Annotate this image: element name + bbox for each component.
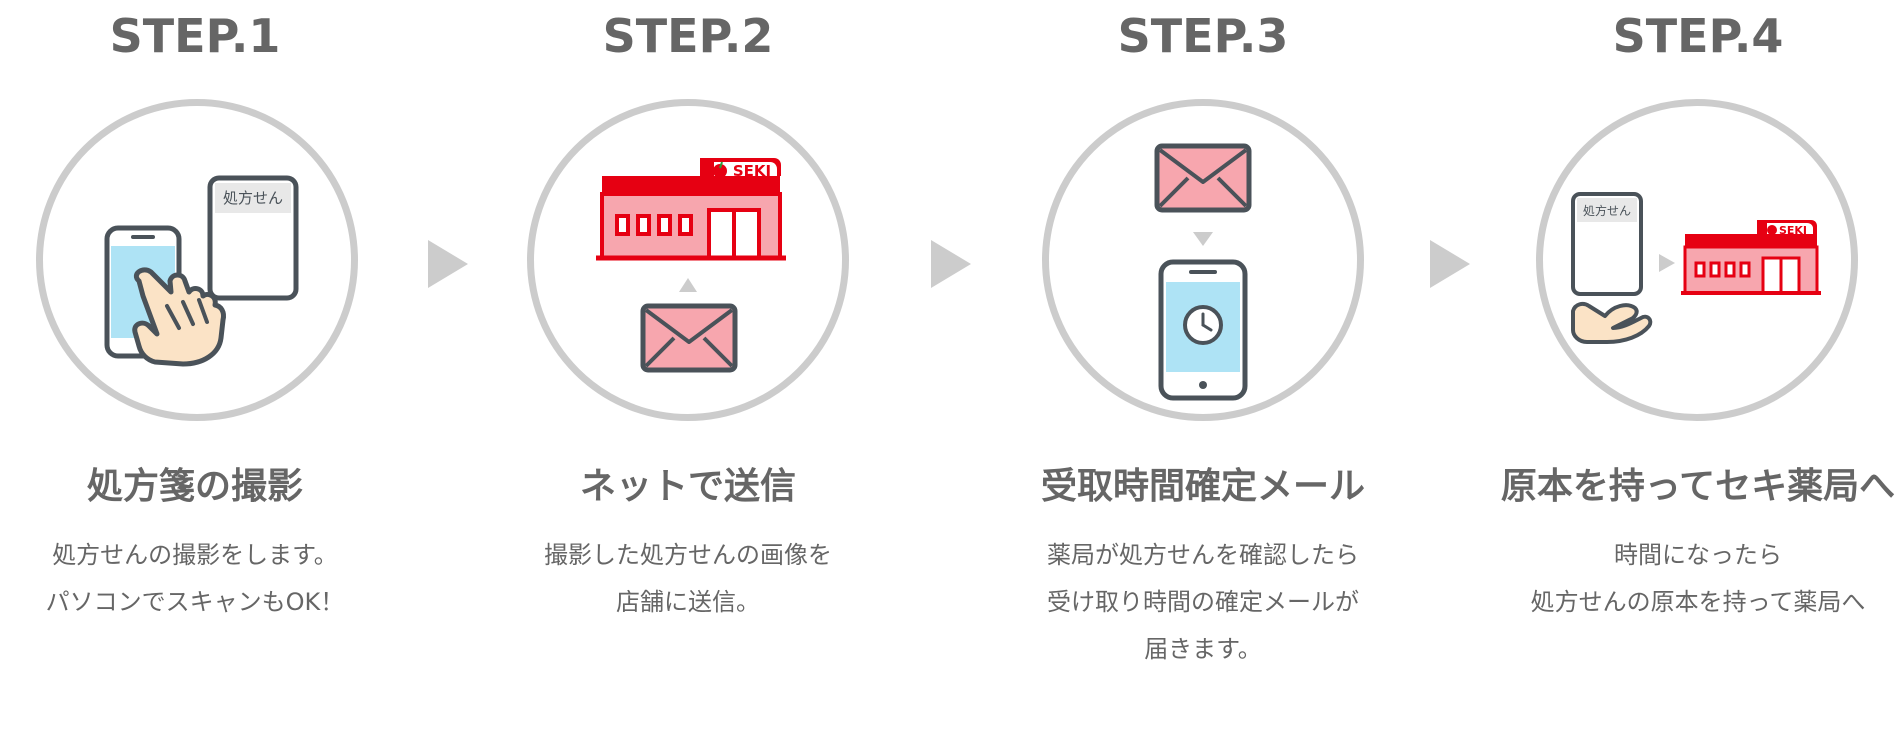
step-4: STEP.4 処方せん SEKI (1438, 0, 1900, 738)
step-3-illustration-svg (1154, 143, 1252, 401)
step-2-label: STEP.2 (602, 9, 774, 63)
step-1: STEP.1 処方せん (0, 0, 455, 738)
prescription-label: 処方せん (223, 189, 283, 207)
step-1-desc-line: 処方せんの撮影をします。 (52, 541, 338, 569)
step-4-illustration-svg: 処方せん SEKI (1571, 192, 1821, 344)
step-4-illustration: 処方せん SEKI (1536, 99, 1858, 421)
step-3-desc-line: 薬局が処方せんを確認したら (1047, 541, 1359, 569)
step-4-desc-line: 処方せんの原本を持って薬局へ (1530, 588, 1866, 616)
prescription-label: 処方せん (1583, 203, 1631, 218)
prescription-icon: 処方せん (207, 175, 299, 301)
pharmacy-store-icon: SEKI (1681, 220, 1821, 295)
step-1-illustration-svg: 処方せん (104, 175, 299, 367)
smartphone-clock-icon (1158, 259, 1248, 401)
store-sign-text: SEKI (1779, 224, 1807, 237)
step-3-label: STEP.3 (1117, 9, 1289, 63)
step-1-title: 処方箋の撮影 (86, 466, 303, 507)
next-arrow-icon (428, 240, 468, 288)
step-3-illustration (1042, 99, 1364, 421)
up-arrow-icon (679, 278, 697, 292)
mail-icon (1154, 143, 1252, 213)
step-2-illustration: SEKI (527, 99, 849, 421)
hand-pointer-icon (132, 267, 226, 367)
step-2-title: ネットで送信 (579, 466, 796, 507)
prescription-icon: 処方せん (1571, 192, 1643, 296)
hand-icon (1571, 301, 1653, 344)
step-2-desc-line: 撮影した処方せんの画像を (544, 541, 832, 569)
step-3: STEP.3 (943, 0, 1463, 738)
pharmacy-store-icon: SEKI (596, 158, 786, 261)
step-2: STEP.2 SEKI (428, 0, 948, 738)
right-arrow-icon (1659, 254, 1675, 272)
mail-icon (640, 303, 738, 373)
down-arrow-icon (1193, 232, 1213, 246)
step-1-description: 処方せんの撮影をします。 パソコンでスキャンもOK！ (0, 532, 455, 626)
next-arrow-icon (1430, 240, 1470, 288)
step-4-label: STEP.4 (1612, 9, 1784, 63)
step-2-illustration-svg: SEKI (596, 158, 786, 373)
step-2-description: 撮影した処方せんの画像を 店舗に送信。 (428, 532, 948, 626)
step-1-desc-line: パソコンでスキャンもOK！ (45, 588, 345, 616)
step-3-title: 受取時間確定メール (1040, 466, 1365, 507)
step-1-label: STEP.1 (109, 9, 281, 63)
step-3-desc-line: 受け取り時間の確定メールが (1047, 588, 1359, 616)
step-4-desc-line: 時間になったら (1614, 541, 1782, 569)
step-2-desc-line: 店舗に送信。 (616, 588, 760, 616)
step-4-title: 原本を持ってセキ薬局へ (1500, 466, 1896, 507)
step-3-desc-line: 届きます。 (1144, 635, 1262, 663)
store-sign-text: SEKI (733, 162, 771, 180)
step-1-illustration: 処方せん (36, 99, 358, 421)
next-arrow-icon (931, 240, 971, 288)
step-4-description: 時間になったら 処方せんの原本を持って薬局へ (1438, 532, 1900, 626)
step-3-description: 薬局が処方せんを確認したら 受け取り時間の確定メールが 届きます。 (943, 532, 1463, 673)
